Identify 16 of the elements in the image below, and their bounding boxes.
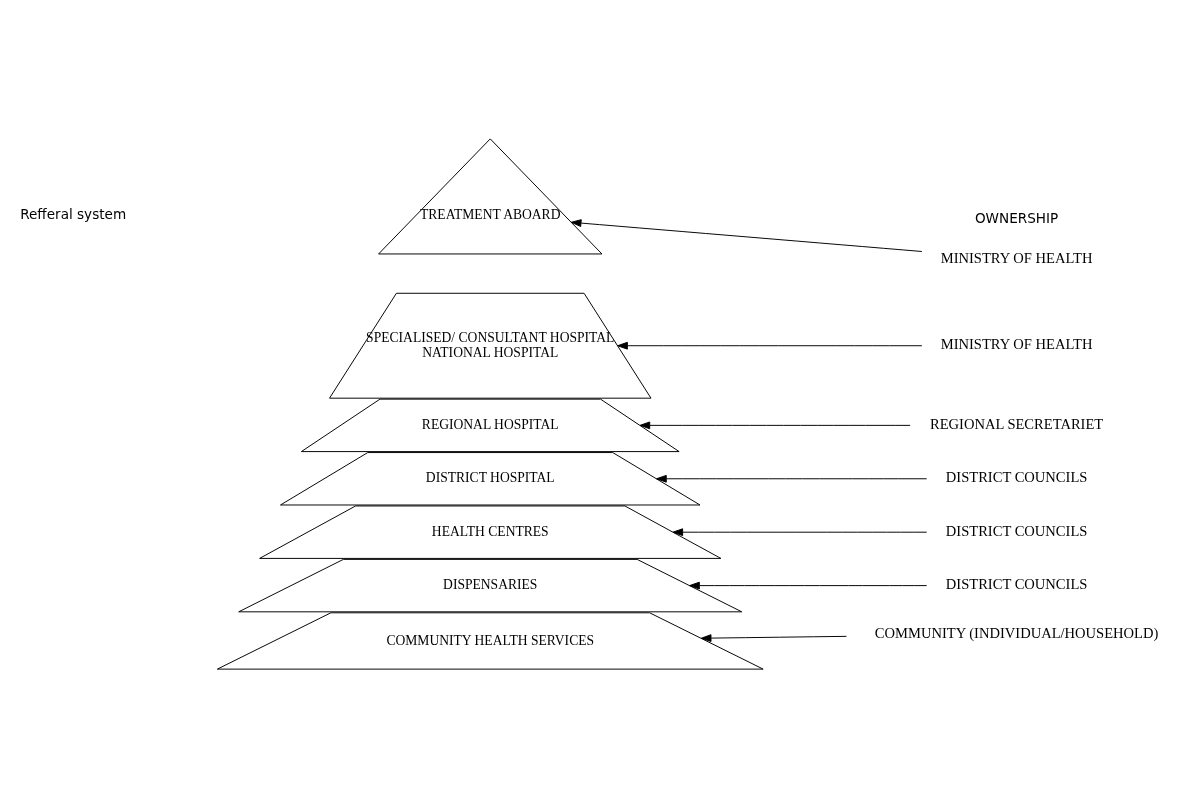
node-text: DISTRICT COUNCILS [945, 468, 1088, 485]
arrow [689, 581, 928, 589]
arrow [617, 341, 923, 350]
node-text: REGIONAL SECRETARIET [929, 415, 1104, 432]
arrow [639, 421, 911, 429]
label: OWNERSHIP [974, 209, 1059, 226]
node-text: DISTRICT COUNCILS [945, 522, 1088, 539]
arrow [656, 474, 928, 483]
node-text: MINISTRY OF HEALTH [940, 335, 1093, 352]
arrow [570, 218, 923, 252]
label: Refferal system [20, 205, 127, 222]
arrow [700, 633, 847, 642]
node-text: COMMUNITY (INDIVIDUAL/HOUSEHOLD) [874, 624, 1159, 641]
arrow [672, 527, 928, 536]
node-text: DISTRICT COUNCILS [945, 575, 1088, 592]
node-text: MINISTRY OF HEALTH [940, 249, 1093, 266]
